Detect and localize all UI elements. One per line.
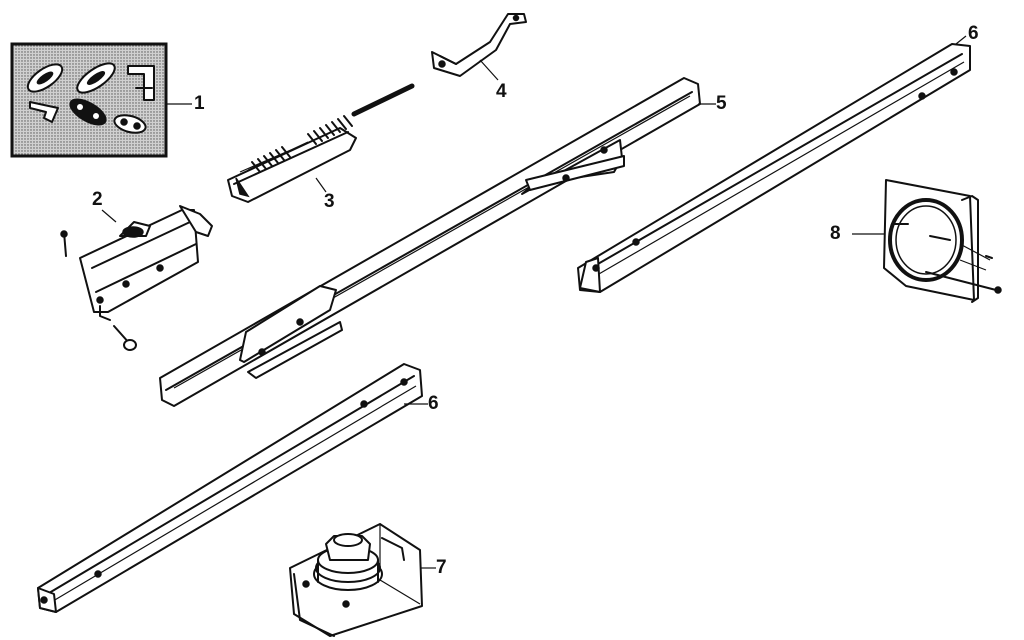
leader-line-3 [315, 177, 327, 193]
callout-2: 2 [92, 189, 103, 210]
callout-6-upper: 6 [968, 23, 979, 44]
callout-8: 8 [830, 223, 841, 244]
part-3-spring-assembly [227, 83, 415, 203]
part-5-t-rail [159, 77, 701, 407]
leader-line-2 [101, 209, 117, 223]
part-2-trolley [60, 205, 213, 351]
part-6-rail-lower [37, 363, 423, 613]
part-1-hardware-kit [10, 42, 168, 158]
callout-6-lower: 6 [428, 393, 439, 414]
part-8-cover-plate [883, 179, 1002, 303]
part-4-bracket [431, 13, 527, 77]
part-6-rail-upper [577, 43, 971, 293]
part-7-pulley-bracket [289, 523, 423, 637]
callout-1: 1 [194, 93, 205, 114]
callout-7: 7 [436, 557, 447, 578]
callout-3: 3 [324, 191, 335, 212]
callout-5: 5 [716, 93, 727, 114]
callout-4: 4 [496, 81, 507, 102]
leader-line-4 [479, 59, 499, 81]
leader-line-6-upper [955, 35, 967, 45]
